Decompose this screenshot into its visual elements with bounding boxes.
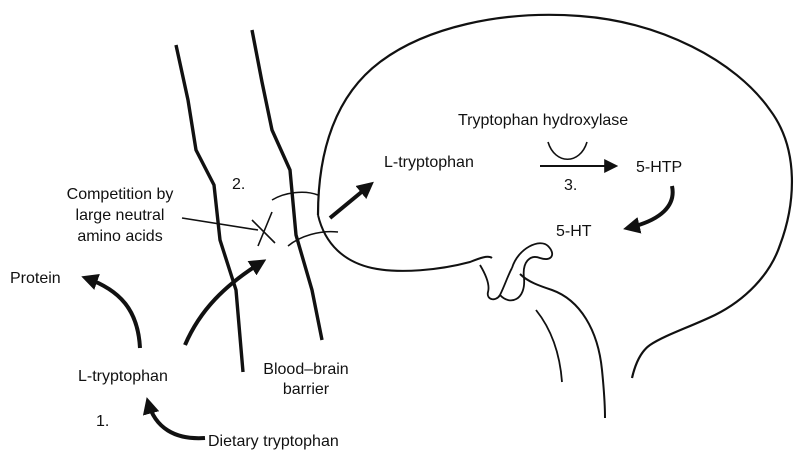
label-l-tryptophan-brain: L-tryptophan bbox=[384, 154, 474, 171]
label-dietary-tryptophan: Dietary tryptophan bbox=[208, 433, 339, 450]
crossing-arc-upper bbox=[272, 192, 318, 200]
label-enzyme: Tryptophan hydroxylase bbox=[458, 112, 628, 129]
barrier-line-right bbox=[252, 30, 322, 340]
label-competition-line3: amino acids bbox=[77, 228, 162, 245]
pituitary-stalk bbox=[480, 265, 512, 299]
arrow-dietary-to-l-tryptophan bbox=[148, 402, 205, 438]
arrow-across-barrier bbox=[330, 185, 370, 218]
label-step-3: 3. bbox=[564, 177, 577, 194]
label-5-ht: 5-HT bbox=[556, 223, 592, 240]
label-bbb-line1: Blood–brain bbox=[263, 361, 348, 378]
enzyme-cofactor-curve bbox=[548, 142, 587, 159]
arrow-l-tryptophan-to-protein bbox=[86, 278, 140, 348]
label-competition-line1: Competition by bbox=[67, 186, 174, 203]
arrow-l-tryptophan-to-barrier bbox=[185, 262, 262, 345]
brain-outline bbox=[318, 15, 792, 378]
label-step-2: 2. bbox=[232, 176, 245, 193]
label-protein: Protein bbox=[10, 270, 61, 287]
label-5-htp: 5-HTP bbox=[636, 159, 682, 176]
brain-inferior-outline bbox=[318, 215, 492, 271]
label-step-1: 1. bbox=[96, 413, 109, 430]
brainstem-inner bbox=[536, 310, 562, 382]
label-bbb-line2: barrier bbox=[283, 381, 330, 398]
brainstem bbox=[520, 274, 605, 418]
hypothalamus-loop bbox=[500, 243, 552, 300]
label-l-tryptophan-blood: L-tryptophan bbox=[78, 368, 168, 385]
label-competition-line2: large neutral bbox=[76, 207, 165, 224]
arrow-5htp-to-5ht bbox=[628, 186, 673, 228]
barrier-line-left bbox=[176, 45, 243, 372]
